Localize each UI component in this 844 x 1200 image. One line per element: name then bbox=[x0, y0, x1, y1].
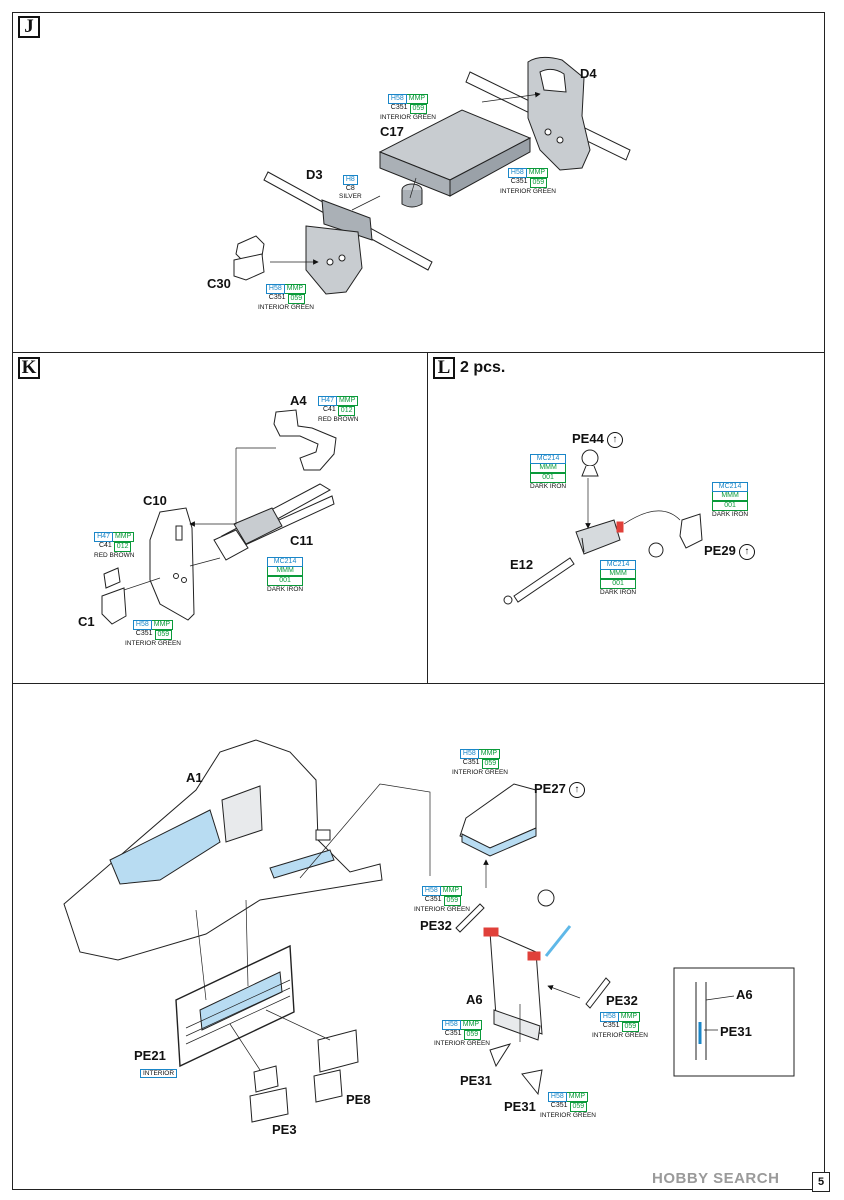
part-e12-drawing bbox=[503, 519, 664, 605]
label-a6: A6 bbox=[466, 992, 483, 1007]
label-pe27: PE27↑ bbox=[534, 781, 585, 798]
step-l-badge: L bbox=[433, 357, 455, 379]
page-number: 5 bbox=[812, 1172, 830, 1192]
page-frame bbox=[12, 12, 825, 1190]
part-c17-drawing bbox=[378, 109, 532, 208]
step-k-badge: K bbox=[18, 357, 40, 379]
label-a1: A1 bbox=[186, 770, 203, 785]
label-pe8: PE8 bbox=[346, 1092, 371, 1107]
label-e12: E12 bbox=[510, 557, 534, 572]
flip-arrow-icon: ↑ bbox=[738, 544, 755, 560]
divider-j bbox=[12, 352, 825, 353]
paint-pe44: MC214 MMM 001 DARK IRON bbox=[530, 454, 567, 490]
label-c30: C30 bbox=[207, 276, 231, 291]
flip-arrow-icon: ↑ bbox=[568, 782, 585, 798]
divider-k-l bbox=[427, 352, 428, 683]
part-c10-drawing bbox=[149, 507, 195, 621]
label-c17: C17 bbox=[380, 124, 404, 139]
label-pe3: PE3 bbox=[272, 1122, 297, 1137]
paint-d3: H8 C8 SILVER bbox=[339, 175, 362, 200]
label-d4: D4 bbox=[580, 66, 597, 81]
part-c30-drawing bbox=[233, 235, 265, 281]
label-pe31-b: PE31 bbox=[504, 1099, 536, 1114]
part-c11-drawing bbox=[213, 483, 335, 561]
label-pe21: PE21 bbox=[134, 1048, 166, 1063]
paint-pe21: INTERIOR bbox=[140, 1069, 178, 1078]
detail-inset-drawing bbox=[673, 967, 795, 1077]
label-pe32-right: PE32 bbox=[606, 993, 638, 1008]
part-pe27-drawing bbox=[459, 783, 537, 857]
label-pe44: PE44↑ bbox=[572, 431, 623, 448]
label-c1: C1 bbox=[78, 614, 95, 629]
part-pe3-pe8-drawing bbox=[249, 1029, 359, 1123]
paint-e12: MC214 MMM 001 DARK IRON bbox=[600, 560, 637, 596]
paint-pe29: MC214 MMM 001 DARK IRON bbox=[712, 482, 749, 518]
paint-c11: MC214 MMM 001 DARK IRON bbox=[267, 557, 304, 593]
part-c1-drawing bbox=[101, 567, 127, 625]
label-a6-detail: A6 bbox=[736, 987, 753, 1002]
step-l-note: 2 pcs. bbox=[460, 359, 506, 376]
part-pe32-drawing bbox=[455, 903, 611, 1009]
flip-arrow-icon: ↑ bbox=[606, 432, 623, 448]
label-pe29: PE29↑ bbox=[704, 543, 755, 560]
part-pe44-drawing bbox=[581, 449, 599, 477]
label-a4: A4 bbox=[290, 393, 307, 408]
part-pe29-drawing bbox=[679, 513, 703, 549]
part-d3-drawing bbox=[263, 171, 433, 295]
part-d4-drawing bbox=[465, 56, 631, 171]
part-a6-drawing bbox=[483, 889, 572, 1041]
label-pe32-left: PE32 bbox=[420, 918, 452, 933]
label-pe31-a: PE31 bbox=[460, 1073, 492, 1088]
part-a1-drawing bbox=[63, 739, 383, 961]
part-pe21-drawing bbox=[175, 944, 295, 1068]
watermark: HOBBY SEARCH bbox=[652, 1170, 780, 1187]
label-c11: C11 bbox=[290, 533, 314, 548]
step-j-badge: J bbox=[18, 16, 40, 38]
label-pe31-detail: PE31 bbox=[720, 1024, 752, 1039]
part-a4-drawing bbox=[273, 409, 337, 471]
label-d3: D3 bbox=[306, 167, 323, 182]
divider-kl bbox=[12, 683, 825, 684]
label-c10: C10 bbox=[143, 493, 167, 508]
part-pe31-drawing bbox=[489, 1043, 543, 1096]
